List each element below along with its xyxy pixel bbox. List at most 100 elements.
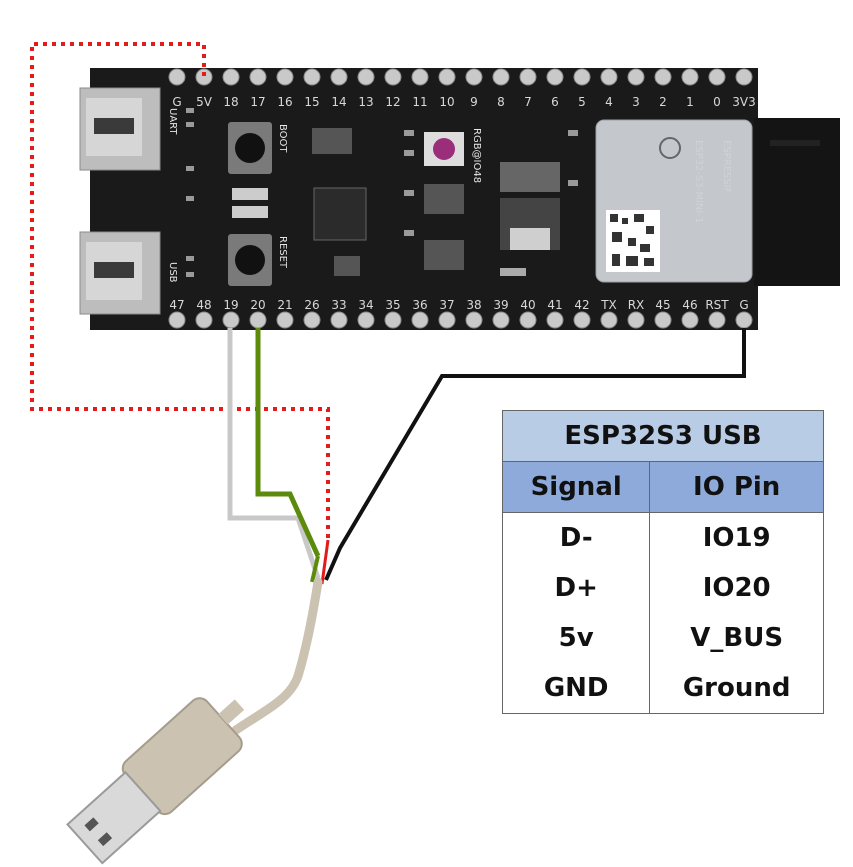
bottom-pin-label: 36: [412, 298, 427, 312]
bottom-pin-label: RX: [628, 298, 645, 312]
usb-connector: [79, 231, 161, 315]
top-pin-label: 3V3: [732, 95, 755, 109]
top-pin-label: 15: [304, 95, 319, 109]
rgb-led: [424, 132, 464, 166]
bottom-pin: [438, 311, 456, 329]
cell-io-pin: Ground: [649, 663, 824, 714]
top-pin-label: 5: [578, 95, 586, 109]
bottom-pin-label: RST: [705, 298, 729, 312]
bottom-pin: [411, 311, 429, 329]
rgb-label: RGB@IO48: [471, 128, 482, 183]
top-pin: [546, 68, 564, 86]
top-pin: [357, 68, 375, 86]
top-pin: [411, 68, 429, 86]
bottom-pin: [384, 311, 402, 329]
bottom-pin: [276, 311, 294, 329]
top-pin: [438, 68, 456, 86]
top-pin-label: 14: [331, 95, 346, 109]
boot-button: [228, 122, 272, 174]
usb-a-plug: [66, 697, 245, 865]
top-pin: [735, 68, 753, 86]
top-pin-label: 4: [605, 95, 613, 109]
bottom-pin: [303, 311, 321, 329]
bottom-pin-label: 26: [304, 298, 319, 312]
usb-cable: [231, 577, 323, 735]
top-pin-label: 9: [470, 95, 478, 109]
top-pin: [627, 68, 645, 86]
bottom-pin-label: 19: [223, 298, 238, 312]
top-pin: [465, 68, 483, 86]
top-pin: [519, 68, 537, 86]
top-pin-label: 8: [497, 95, 505, 109]
top-pin-label: 0: [713, 95, 721, 109]
bottom-pin: [546, 311, 564, 329]
bottom-pin-label: 38: [466, 298, 481, 312]
top-pin-label: 17: [250, 95, 265, 109]
module-name: ESP32-S3-MINI-1: [693, 140, 704, 223]
bottom-pin-label: 46: [682, 298, 697, 312]
reset-button: [228, 234, 272, 286]
top-pin: [492, 68, 510, 86]
top-pin: [276, 68, 294, 86]
antenna-trace: [770, 140, 820, 146]
bottom-pin: [492, 311, 510, 329]
top-pin-label: 13: [358, 95, 373, 109]
bottom-pin: [249, 311, 267, 329]
wire-d-plus: [255, 328, 321, 558]
cell-signal: D-: [501, 512, 651, 563]
top-pin: [654, 68, 672, 86]
top-pin-label: 2: [659, 95, 667, 109]
top-pin: [168, 68, 186, 86]
top-pin: [249, 68, 267, 86]
module-brand: ESPRESSIF: [721, 140, 732, 194]
top-pin: [600, 68, 618, 86]
usb-bridge-chip: [313, 187, 367, 241]
bottom-pin-label: 35: [385, 298, 400, 312]
top-pin: [330, 68, 348, 86]
top-pin: [303, 68, 321, 86]
top-pin-label: 18: [223, 95, 238, 109]
uart-label: UART: [167, 108, 178, 135]
bottom-pin: [627, 311, 645, 329]
header-io-pin: IO Pin: [649, 461, 824, 513]
table-row: D+ IO20: [501, 563, 824, 613]
top-pin: [681, 68, 699, 86]
bottom-pin-label: 41: [547, 298, 562, 312]
pin-mapping-table: ESP32S3 USB Signal IO Pin D- IO19 D+ IO2…: [501, 410, 824, 714]
cell-io-pin: V_BUS: [649, 613, 824, 663]
bottom-pin: [519, 311, 537, 329]
top-pin-label: 6: [551, 95, 559, 109]
bottom-pin: [735, 311, 753, 329]
bottom-pin-label: TX: [600, 298, 617, 312]
bottom-pin-label: 20: [250, 298, 265, 312]
bottom-pin-label: 39: [493, 298, 508, 312]
bottom-pin: [168, 311, 186, 329]
bottom-pin: [654, 311, 672, 329]
top-pin: [195, 68, 213, 86]
bottom-pin: [465, 311, 483, 329]
smd-components: [186, 108, 578, 277]
wire-d-minus: [227, 328, 321, 579]
cell-signal: D+: [501, 563, 651, 613]
bottom-pin-label: 48: [196, 298, 211, 312]
top-pin-label: 7: [524, 95, 532, 109]
bottom-pin-label: 42: [574, 298, 589, 312]
boot-label: BOOT: [277, 124, 288, 153]
cell-signal: GND: [501, 663, 651, 714]
usb-label: USB: [167, 262, 178, 283]
table-row: D- IO19: [501, 512, 824, 563]
top-pin-label: 10: [439, 95, 454, 109]
top-pin-label: 5V: [196, 95, 213, 109]
wire-ends: [310, 539, 330, 585]
top-pin-label: 12: [385, 95, 400, 109]
bottom-pin: [600, 311, 618, 329]
bottom-pin: [222, 311, 240, 329]
bottom-pin: [573, 311, 591, 329]
cell-signal: 5v: [501, 613, 651, 663]
bottom-pin-label: 33: [331, 298, 346, 312]
table-title: ESP32S3 USB: [502, 410, 824, 462]
esp32-module: [595, 119, 753, 283]
bottom-pin: [357, 311, 375, 329]
